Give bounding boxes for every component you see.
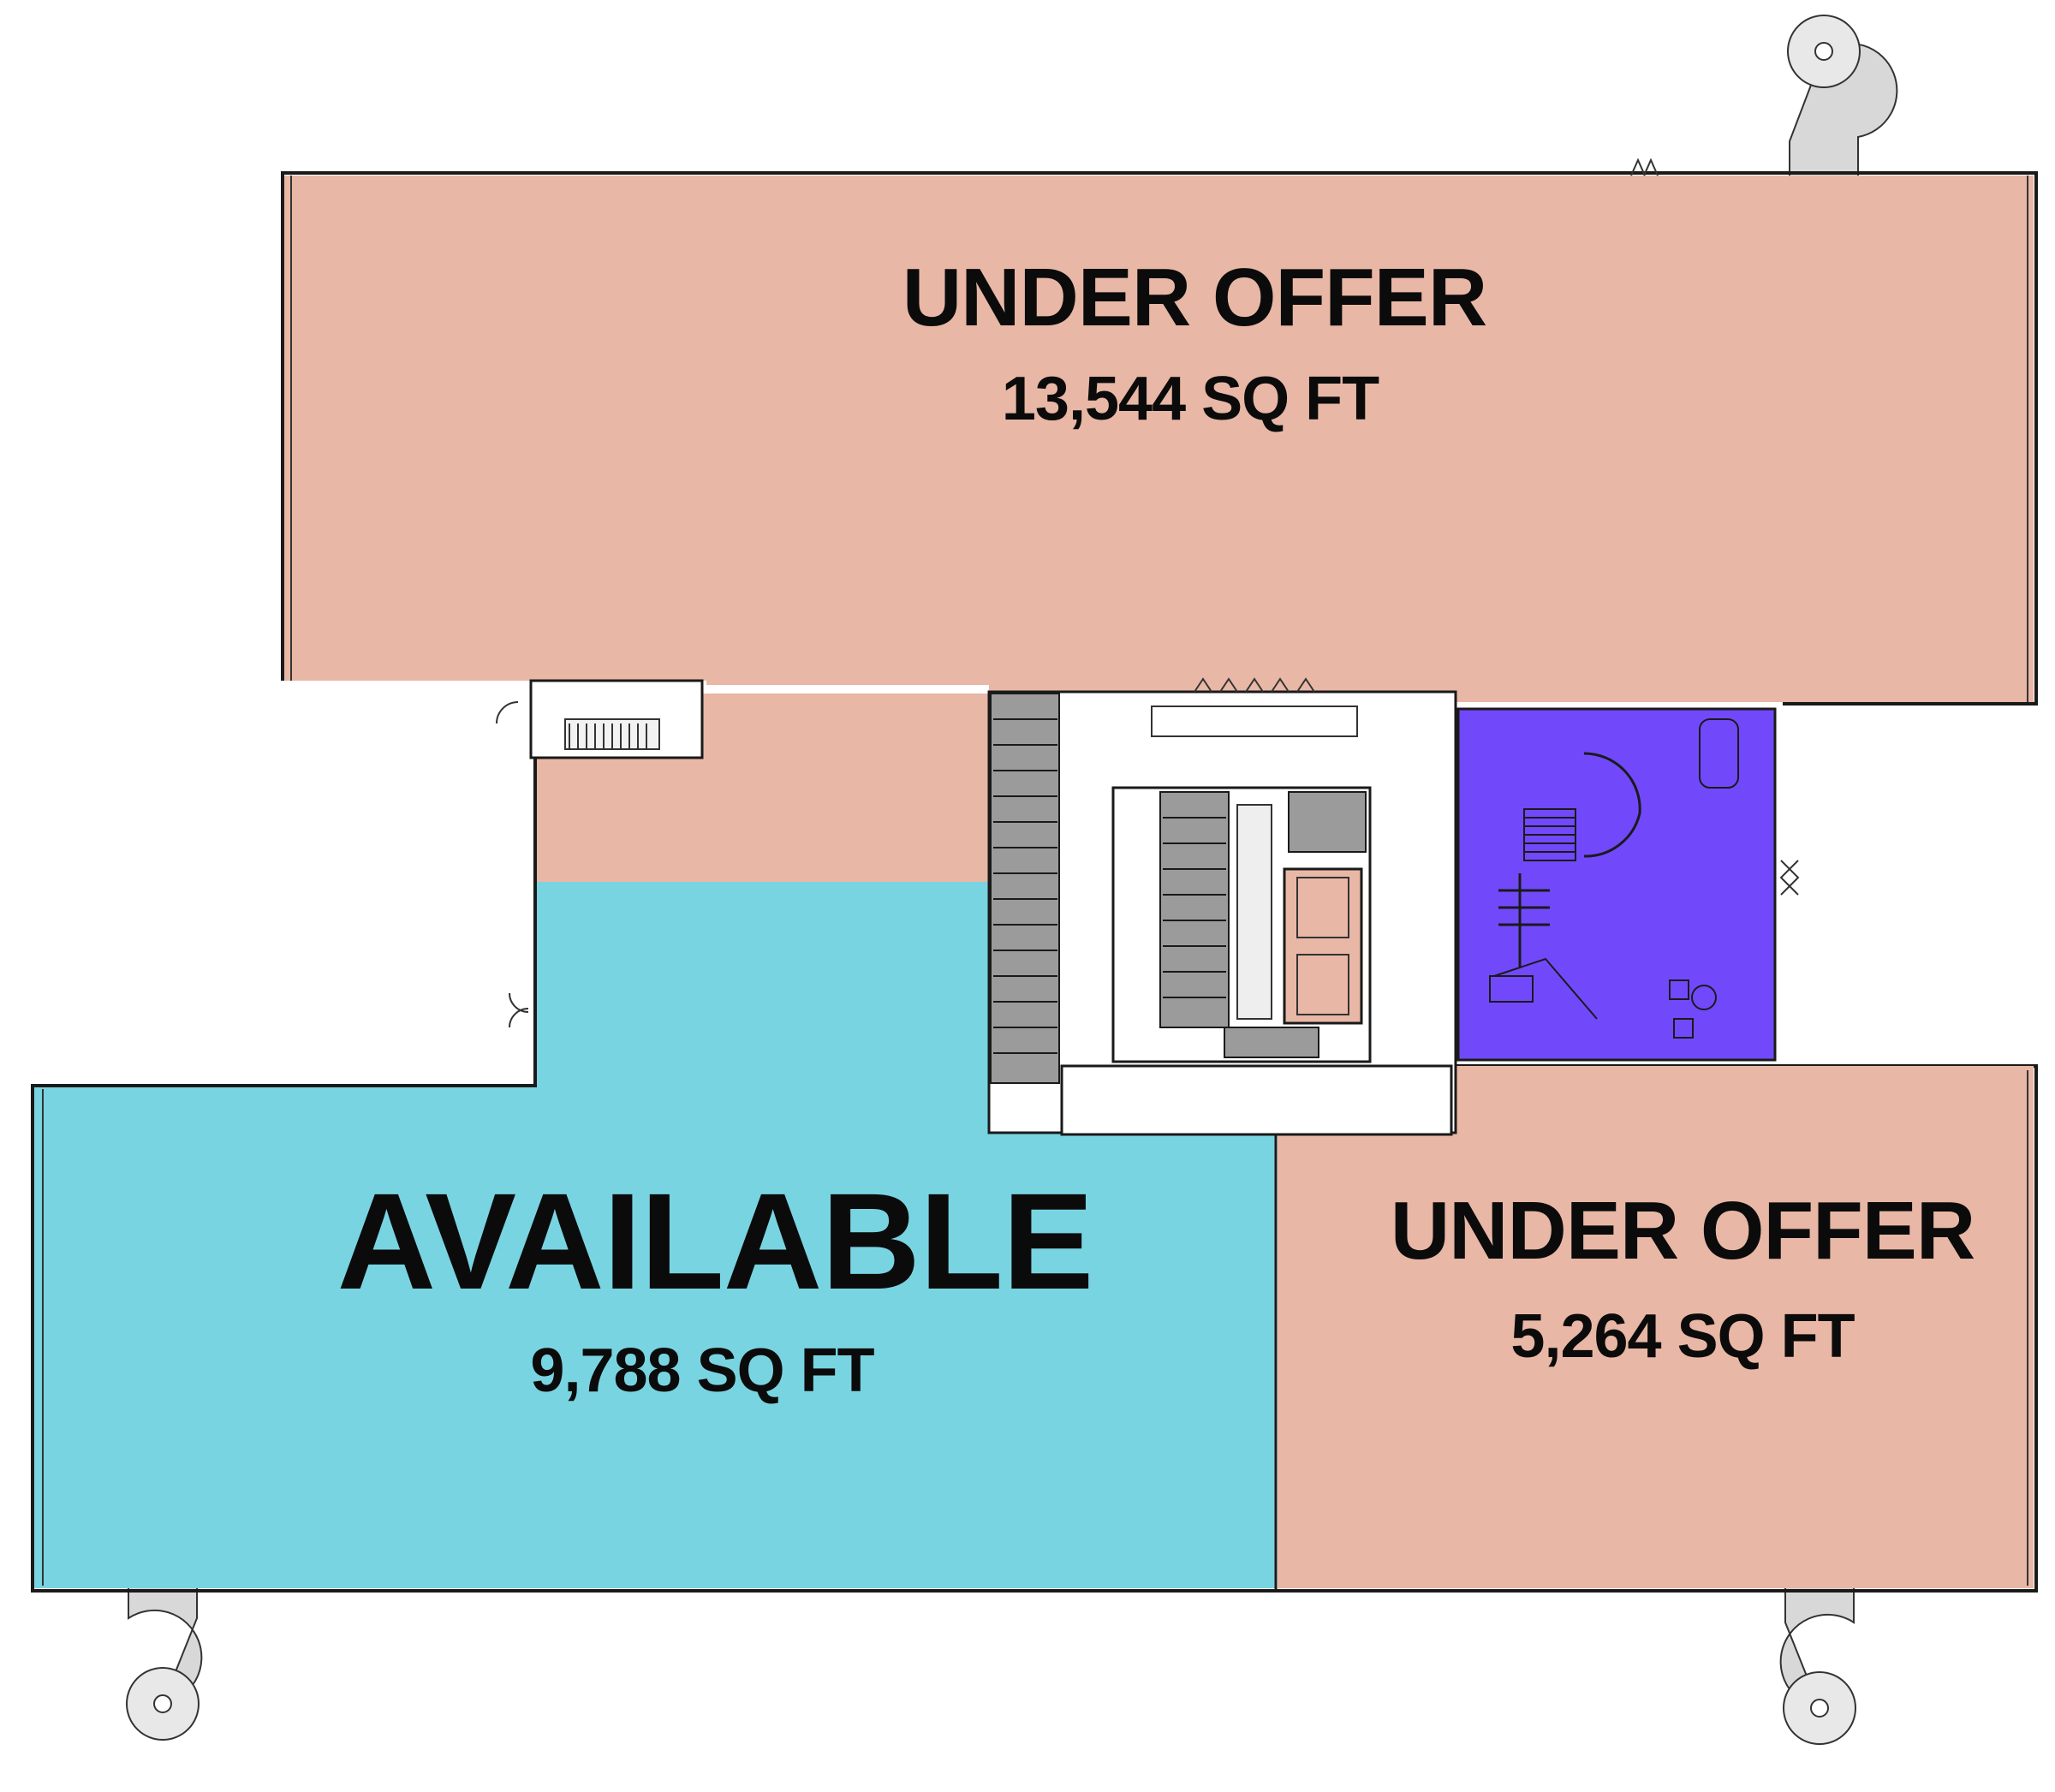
stair-icon	[529, 679, 704, 759]
spiral-stair-icon	[1779, 1583, 1856, 1745]
building-core	[987, 690, 1457, 1136]
unit-east-area-label: 5,264 SQ FT	[1510, 1302, 1855, 1371]
unit-north-status: UNDER OFFER	[902, 252, 1486, 343]
unit-east-status: UNDER OFFER	[1391, 1185, 1975, 1277]
spiral-stair-icon	[126, 1579, 203, 1741]
unit-west-area-label: 9,788 SQ FT	[530, 1337, 874, 1405]
stair-icon	[1498, 808, 1576, 967]
washroom-icon	[1111, 786, 1372, 1063]
unit-north-area-label: 13,544 SQ FT	[1002, 365, 1379, 433]
meeting-table-icon	[1669, 718, 1739, 1039]
door-icon	[496, 158, 1800, 1028]
lift-icon	[1283, 867, 1363, 1025]
washroom-icon	[990, 693, 1060, 1084]
unit-north-area[interactable]	[283, 176, 2034, 882]
unit-west-status: AVAILABLE	[337, 1164, 1093, 1318]
spiral-stair-icon	[1787, 15, 1898, 185]
unit-east-area[interactable]	[1278, 1066, 2034, 1588]
reception-area	[1456, 707, 1777, 1062]
unit-west-area[interactable]	[34, 882, 1276, 1588]
